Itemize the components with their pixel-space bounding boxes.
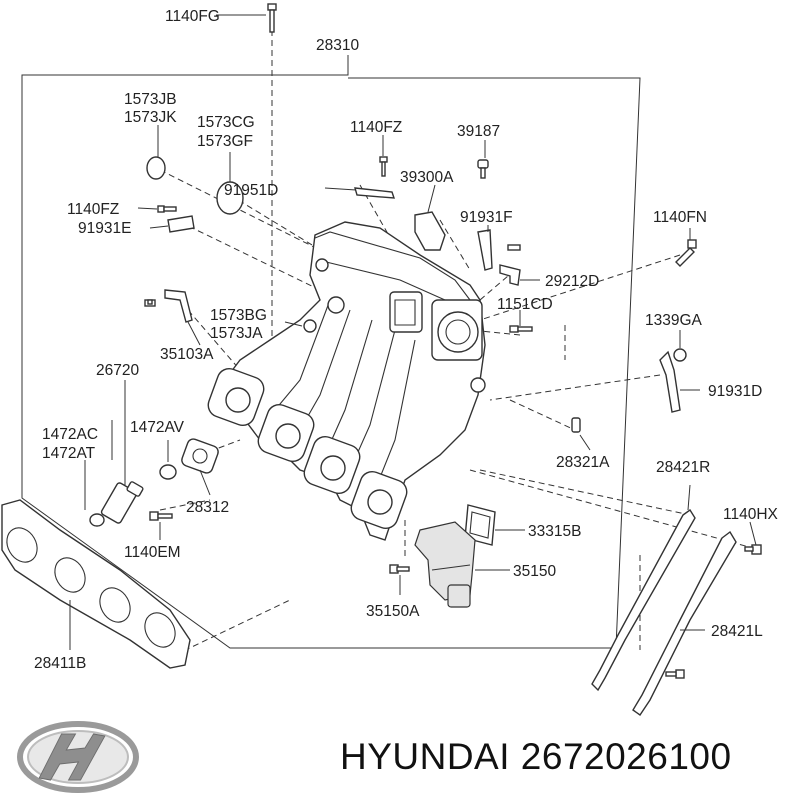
label-28421L: 28421L (711, 623, 763, 640)
label-35150A: 35150A (366, 603, 420, 620)
manifold-gasket (1, 499, 191, 669)
leader-lines (69, 14, 757, 650)
label-1140FZ-top: 1140FZ (350, 119, 402, 136)
label-26720: 26720 (96, 362, 139, 379)
label-1151CD: 1151CD (497, 296, 553, 313)
label-28411B: 28411B (34, 655, 86, 672)
part-labels: 1140FG 28310 1573JB 1573JK 1573CG 1573GF… (34, 8, 779, 672)
label-1573JB: 1573JB (124, 91, 177, 108)
label-1573GF: 1573GF (197, 133, 253, 150)
brand-part-number: HYUNDAI 2672026100 (340, 736, 732, 777)
label-35150: 35150 (513, 563, 556, 580)
label-1140FN: 1140FN (653, 209, 707, 226)
label-1140FZ-left: 1140FZ (67, 201, 119, 218)
label-28421R: 28421R (656, 459, 710, 476)
label-28310: 28310 (316, 37, 359, 54)
support-brackets (591, 508, 737, 716)
label-28321A: 28321A (556, 454, 610, 471)
label-1339GA: 1339GA (645, 312, 703, 329)
label-1472AC: 1472AC (42, 426, 98, 443)
label-1140EM: 1140EM (124, 544, 181, 561)
label-91951D: 91951D (224, 182, 278, 199)
label-1573CG: 1573CG (197, 114, 255, 131)
label-1573JA: 1573JA (210, 325, 263, 342)
label-39187: 39187 (457, 123, 500, 140)
fasteners (89, 3, 762, 679)
label-91931D: 91931D (708, 383, 762, 400)
label-35103A: 35103A (160, 346, 214, 363)
label-1573JK: 1573JK (124, 109, 177, 126)
label-1573BG: 1573BG (210, 307, 267, 324)
label-33315B: 33315B (528, 523, 581, 540)
label-1472AV: 1472AV (130, 419, 185, 436)
label-39300A: 39300A (400, 169, 454, 186)
assembly-outline (21, 55, 641, 649)
label-29212D: 29212D (545, 273, 599, 290)
label-28312: 28312 (186, 499, 229, 516)
hyundai-logo (17, 721, 139, 793)
intake-manifold (207, 221, 486, 541)
label-91931F: 91931F (460, 209, 513, 226)
label-91931E: 91931E (78, 220, 131, 237)
label-1140FG: 1140FG (165, 8, 220, 25)
label-1472AT: 1472AT (42, 445, 96, 462)
label-1140HX: 1140HX (723, 506, 779, 523)
